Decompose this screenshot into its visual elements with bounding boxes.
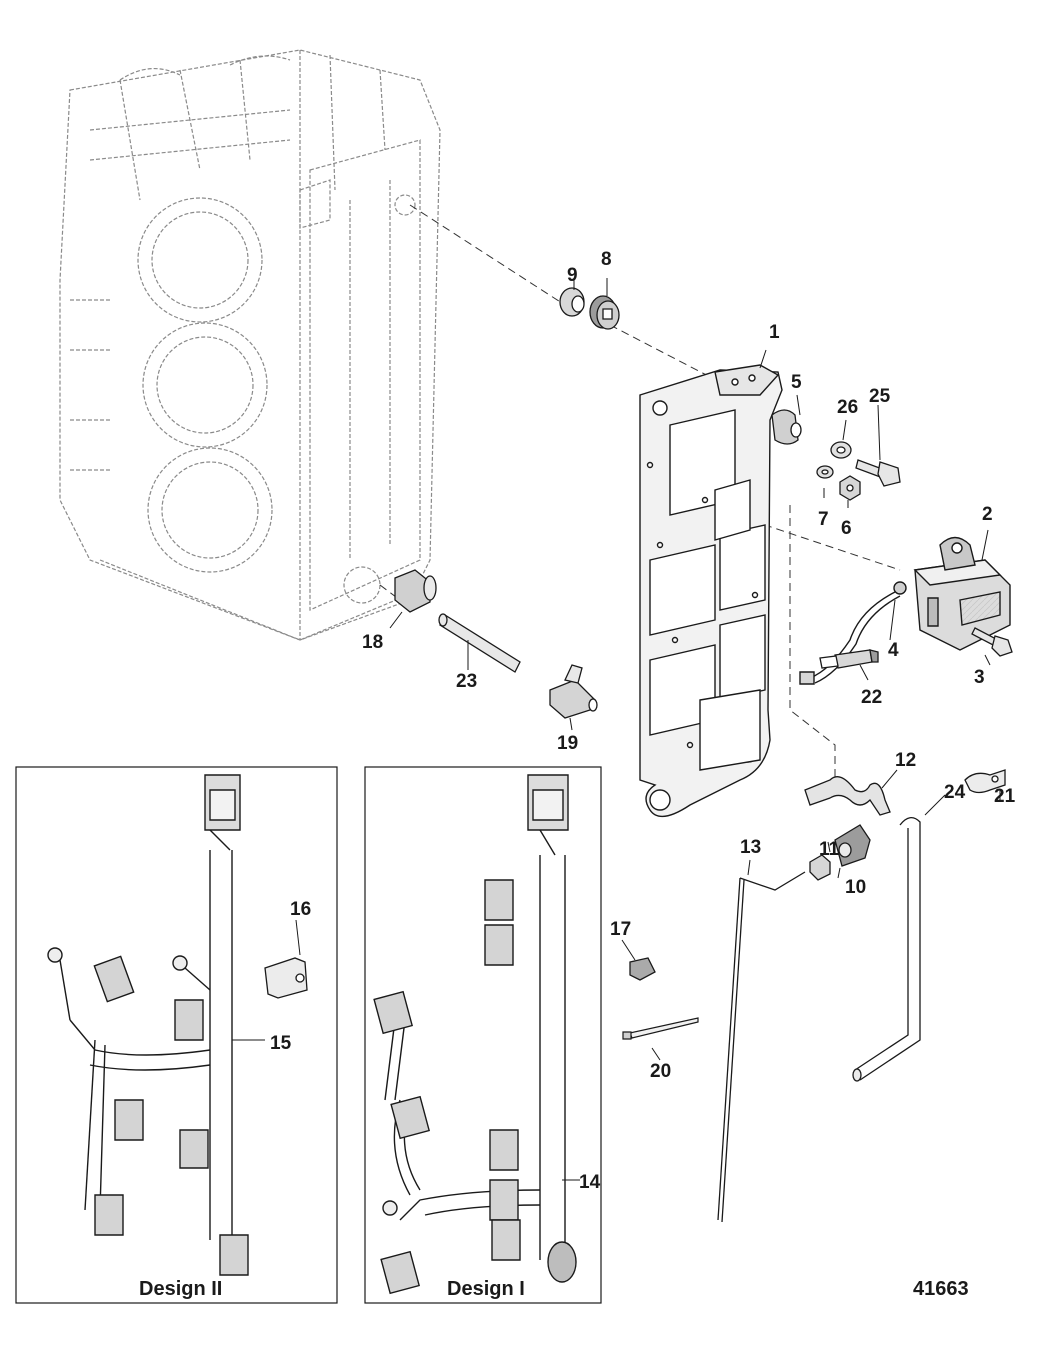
callout-2: 2 xyxy=(982,504,993,525)
hose-24 xyxy=(853,818,920,1081)
design-ii-caption: Design II xyxy=(139,1278,223,1300)
clamp-12 xyxy=(805,777,890,815)
clip-21 xyxy=(965,770,1005,793)
nut-6 xyxy=(840,476,860,500)
hose-23 xyxy=(439,614,520,672)
callout-3: 3 xyxy=(974,667,985,688)
grommet-8 xyxy=(590,296,619,329)
callout-12: 12 xyxy=(895,750,917,771)
clip-17 xyxy=(630,958,655,980)
tee-fitting-19 xyxy=(550,665,597,718)
cable-tie-20 xyxy=(623,1018,698,1039)
screw-25 xyxy=(856,460,900,486)
switch-10 xyxy=(835,825,870,866)
fitting-18 xyxy=(395,570,436,612)
figure-number: 41663 xyxy=(913,1278,969,1300)
callout-26: 26 xyxy=(837,397,859,418)
lead-4 xyxy=(800,582,906,684)
design-ii-panel xyxy=(15,766,338,1304)
callout-17: 17 xyxy=(610,919,632,940)
fitting-11 xyxy=(810,855,830,880)
grommet-5 xyxy=(772,410,801,444)
callout-21: 21 xyxy=(994,786,1016,807)
callout-9: 9 xyxy=(567,265,578,286)
ignition-coil-2 xyxy=(915,538,1010,651)
callout-7: 7 xyxy=(818,509,829,530)
callout-25: 25 xyxy=(869,386,891,407)
clip-16 xyxy=(265,958,307,998)
callout-8: 8 xyxy=(601,249,612,270)
callout-10: 10 xyxy=(845,877,867,898)
callout-5: 5 xyxy=(791,372,802,393)
callout-23: 23 xyxy=(456,671,478,692)
callout-13: 13 xyxy=(740,837,762,858)
design-i-caption: Design I xyxy=(447,1278,525,1300)
callout-15: 15 xyxy=(270,1033,292,1054)
leader-lines xyxy=(232,278,1001,1181)
harness-14 xyxy=(374,775,576,1293)
washer-7 xyxy=(817,466,833,478)
callout-14: 14 xyxy=(579,1172,601,1193)
callout-22: 22 xyxy=(861,687,883,708)
tube-13 xyxy=(718,872,805,1222)
callout-4: 4 xyxy=(888,640,899,661)
design-i-panel xyxy=(364,766,602,1304)
harness-15 xyxy=(48,775,248,1275)
engine-block-phantom xyxy=(59,49,441,641)
callout-20: 20 xyxy=(650,1061,672,1082)
screw-3 xyxy=(972,628,1012,656)
callout-6: 6 xyxy=(841,518,852,539)
callout-11: 11 xyxy=(819,839,840,860)
grommet-9 xyxy=(560,288,584,316)
washer-26 xyxy=(831,442,851,458)
callout-24: 24 xyxy=(944,782,966,803)
callout-16: 16 xyxy=(290,899,312,920)
callout-1: 1 xyxy=(769,322,780,343)
sensor-22 xyxy=(820,650,878,668)
mounting-plate xyxy=(640,365,782,816)
callout-19: 19 xyxy=(557,733,579,754)
callout-18: 18 xyxy=(362,632,384,653)
